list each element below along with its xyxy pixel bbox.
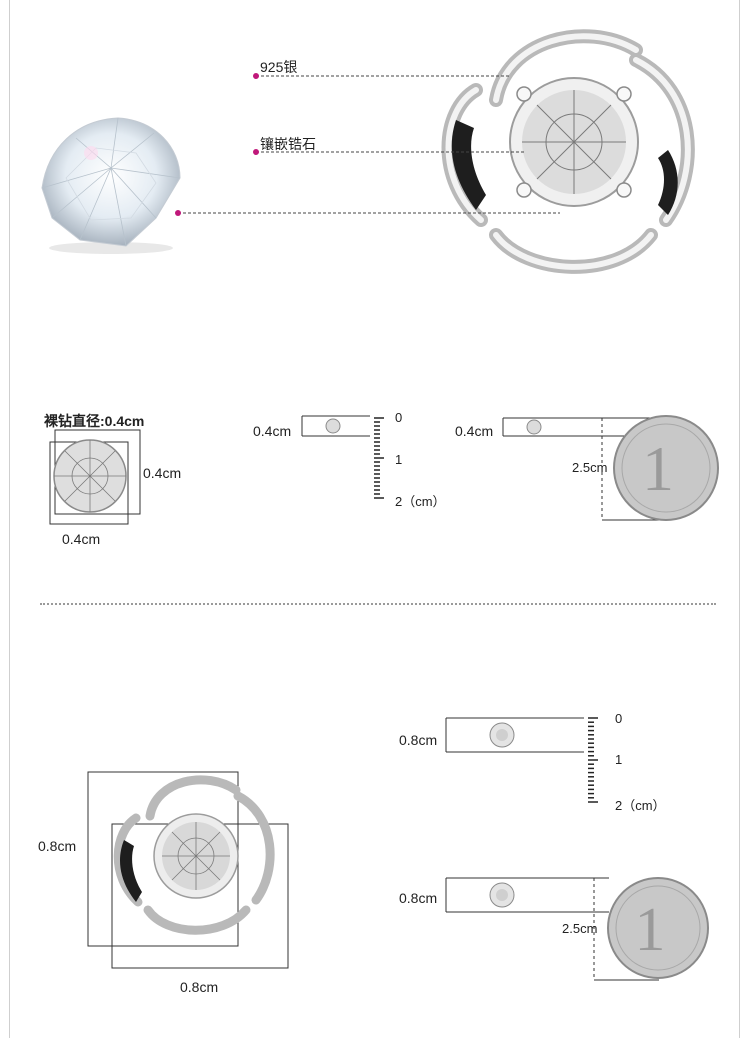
pendant-image-top xyxy=(441,29,695,274)
stone-diameter-title: 裸钻直径:0.4cm xyxy=(44,413,145,429)
coin-large-diagram: 1 xyxy=(445,877,709,981)
loose-diamond-image xyxy=(41,117,181,254)
coin-large-size-label: 0.8cm xyxy=(399,890,438,906)
coin-large-label: 2.5cm xyxy=(562,921,598,936)
right-frame-line xyxy=(739,0,740,1038)
svg-text:1: 1 xyxy=(642,433,674,504)
stone-size-diagram xyxy=(49,429,141,525)
ruler-small-diagram xyxy=(301,415,384,499)
callout-silver-label: 925银 xyxy=(260,59,298,75)
stone-width-label: 0.4cm xyxy=(62,531,101,547)
coin-small-size-label: 0.4cm xyxy=(455,423,494,439)
ruler-large-mark-1: 1 xyxy=(615,752,623,767)
section-divider xyxy=(40,603,716,605)
pendant-width-label: 0.8cm xyxy=(180,979,219,995)
callout-lines xyxy=(175,73,560,216)
coin-small-diagram: 1 xyxy=(502,415,719,521)
pendant-height-label: 0.8cm xyxy=(38,838,77,854)
coin-small-label: 2.5cm xyxy=(572,460,608,475)
pendant-size-diagram xyxy=(87,771,289,969)
ruler-large-mark-0: 0 xyxy=(615,711,623,726)
ruler-large-diagram xyxy=(445,717,598,803)
ruler-large-size-label: 0.8cm xyxy=(399,732,438,748)
left-frame-line xyxy=(9,0,10,1038)
ruler-small-mark-0: 0 xyxy=(395,410,403,425)
callout-stone-label: 镶嵌锆石 xyxy=(260,136,316,152)
ruler-large-mark-2: 2（cm） xyxy=(615,798,666,813)
ruler-small-mark-2: 2（cm） xyxy=(395,494,446,509)
stone-height-label: 0.4cm xyxy=(143,465,182,481)
ruler-small-mark-1: 1 xyxy=(395,452,403,467)
svg-text:1: 1 xyxy=(635,896,666,964)
ruler-small-size-label: 0.4cm xyxy=(253,423,292,439)
